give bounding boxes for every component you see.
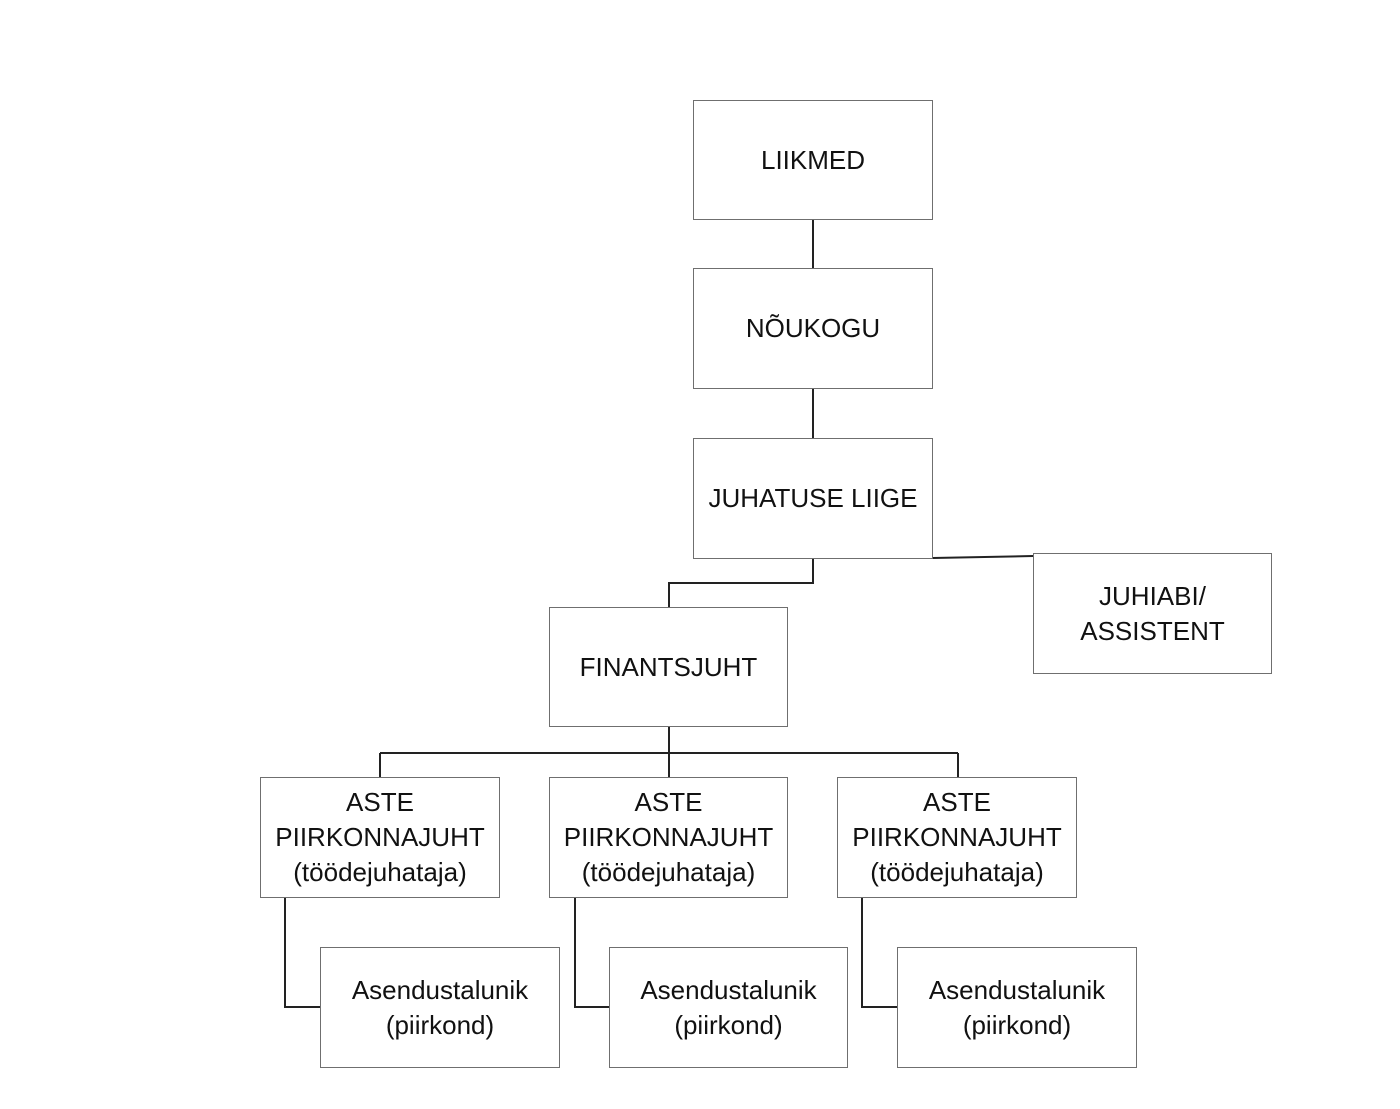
connector-juhatuse-liige-juhiabi <box>932 555 1034 559</box>
node-juhiabi-label: JUHIABI/ ASSISTENT <box>1080 580 1225 646</box>
node-piirkonnajuht-3: ASTE PIIRKONNAJUHT (töödejuhataja) <box>837 777 1077 898</box>
node-noukogu-label: NÕUKOGU <box>745 313 881 343</box>
node-piirkonnajuht-2: ASTE PIIRKONNAJUHT (töödejuhataja) <box>549 777 788 898</box>
node-piirkonnajuht-1-label: ASTE PIIRKONNAJUHT (töödejuhataja) <box>275 787 485 887</box>
node-asendustalunik-1: Asendustalunik (piirkond) <box>320 947 560 1068</box>
connector-piirkonnajuht-3-asendustalunik-3 <box>861 897 897 1008</box>
node-asendustalunik-2-label: Asendustalunik (piirkond) <box>640 974 817 1040</box>
node-liikmed: LIIKMED <box>693 100 933 220</box>
node-asendustalunik-3: Asendustalunik (piirkond) <box>897 947 1137 1068</box>
node-juhatuse-liige: JUHATUSE LIIGE <box>693 438 933 559</box>
node-asendustalunik-2: Asendustalunik (piirkond) <box>609 947 848 1068</box>
connector-juhatuse-liige-finantsjuht <box>668 559 814 607</box>
connector-piirkonnajuht-2-asendustalunik-2 <box>574 897 609 1008</box>
node-asendustalunik-1-label: Asendustalunik (piirkond) <box>351 974 529 1040</box>
node-finantsjuht: FINANTSJUHT <box>549 607 788 727</box>
node-asendustalunik-3-label: Asendustalunik (piirkond) <box>928 974 1106 1040</box>
node-juhiabi: JUHIABI/ ASSISTENT <box>1033 553 1272 674</box>
node-piirkonnajuht-3-label: ASTE PIIRKONNAJUHT (töödejuhataja) <box>852 787 1062 887</box>
node-noukogu: NÕUKOGU <box>693 268 933 389</box>
connector-piirkonnajuht-1-asendustalunik-1 <box>284 897 320 1008</box>
node-liikmed-label: LIIKMED <box>760 144 866 175</box>
node-piirkonnajuht-2-label: ASTE PIIRKONNAJUHT (töödejuhataja) <box>563 787 774 887</box>
node-piirkonnajuht-1: ASTE PIIRKONNAJUHT (töödejuhataja) <box>260 777 500 898</box>
node-finantsjuht-label: FINANTSJUHT <box>579 651 758 682</box>
node-juhatuse-liige-label: JUHATUSE LIIGE <box>708 483 918 513</box>
